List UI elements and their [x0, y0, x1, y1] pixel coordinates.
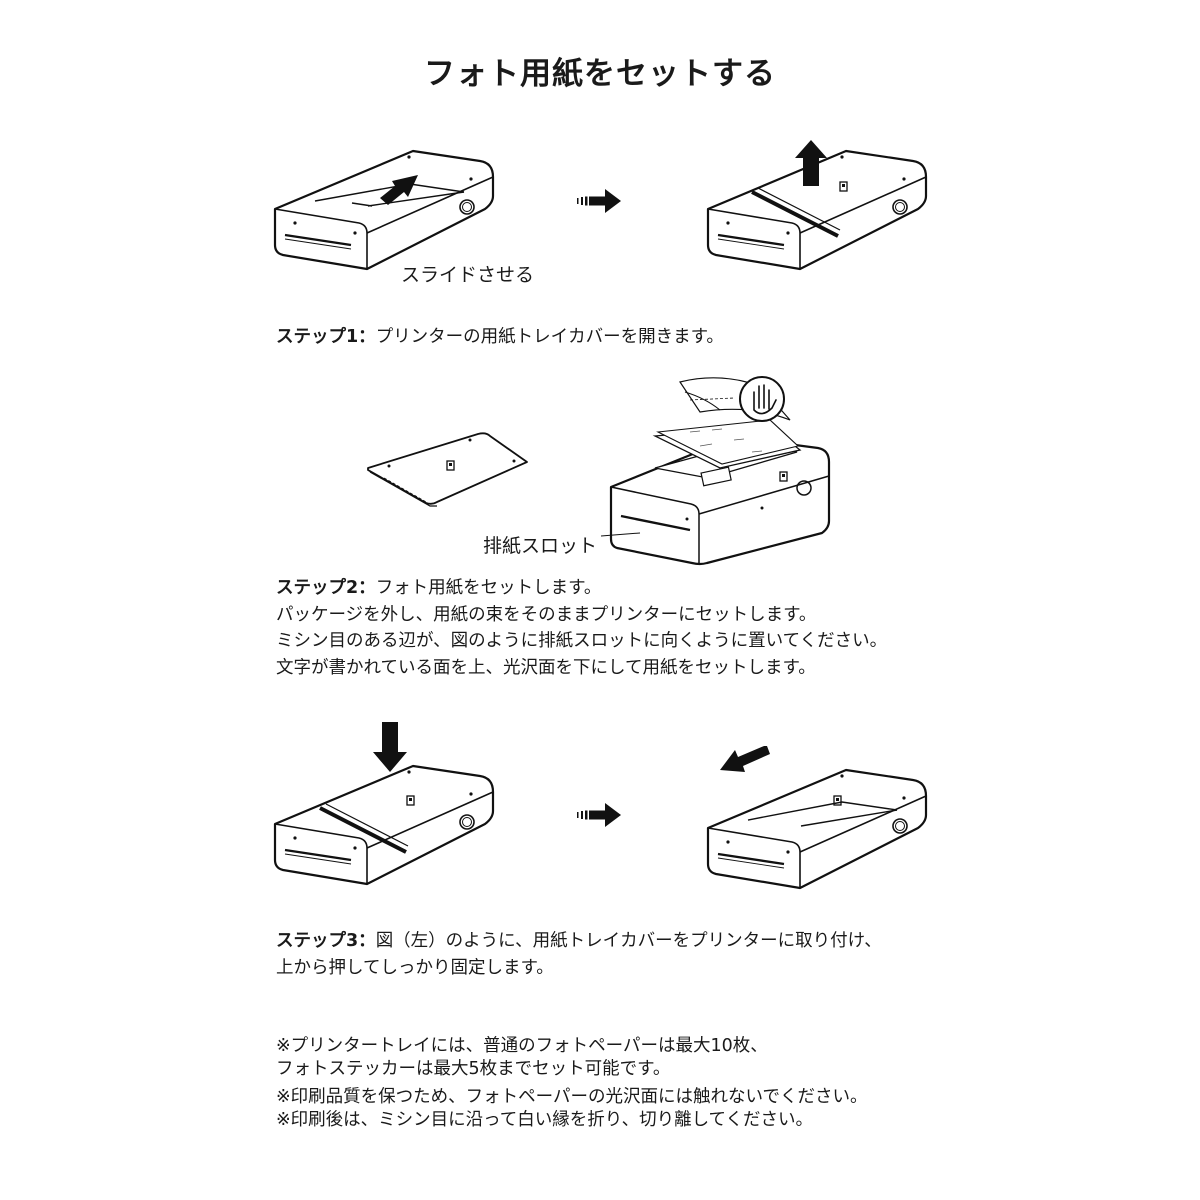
lift-up-arrow-icon [795, 140, 827, 186]
press-down-arrow-icon [373, 722, 407, 772]
step1-printer-closed [273, 149, 495, 271]
tray-cover [367, 432, 528, 507]
step1-instructions: ステップ1：プリンターの用紙トレイカバーを開きます。 [276, 324, 724, 351]
step2-line: パッケージを外し、用紙の束をそのままプリンターにセットします。 [276, 604, 817, 625]
step1-printer-open [706, 149, 928, 271]
step3-line: 上から押してしっかり固定します。 [276, 957, 554, 978]
step2-printer-with-paper [600, 376, 831, 566]
step1-line: プリンターの用紙トレイカバーを開きます。 [375, 327, 724, 347]
page-title: フォト用紙をセットする [424, 56, 776, 92]
step2-label: ステップ2： [276, 578, 376, 598]
note-line: ※印刷後は、ミシン目に沿って白い縁を折り、切り離してください。 [276, 1109, 814, 1130]
no-touch-hand-icon [739, 376, 785, 422]
step2-instructions: ステップ2：フォト用紙をセットします。 パッケージを外し、用紙の束をそのままプリ… [276, 575, 887, 681]
slide-label: スライドさせる [401, 264, 535, 286]
step2-line: 文字が書かれている面を上、光沢面を下にして用紙をセットします。 [276, 657, 816, 678]
notes-block: ※プリンタートレイには、普通のフォトペーパーは最大10枚、 フォトステッカーは最… [276, 1035, 867, 1131]
note-line: ※プリンタートレイには、普通のフォトペーパーは最大10枚、 [276, 1036, 768, 1056]
step1-label: ステップ1： [276, 327, 376, 347]
slide-arrow-icon [380, 175, 418, 205]
step3-instructions: ステップ3：図（左）のように、用紙トレイカバーをプリンターに取り付け、 上から押… [276, 928, 882, 981]
step3-printer-closed [706, 768, 928, 890]
note-line: ※印刷品質を保つため、フォトペーパーの光沢面には触れないでください。 [276, 1087, 868, 1107]
step3-line: 図（左）のように、用紙トレイカバーをプリンターに取り付け、 [375, 931, 882, 951]
step3-label: ステップ3： [276, 931, 376, 951]
step2-line: ミシン目のある辺が、図のように排紙スロットに向くように置いてください。 [276, 631, 888, 651]
note-line: フォトステッカーは最大5枚までセット可能です。 [276, 1058, 671, 1079]
slide-back-arrow-icon [720, 746, 770, 772]
step3-printer-attaching [273, 764, 495, 886]
step-arrow-icon [577, 803, 621, 827]
step-arrow-icon [577, 189, 621, 213]
eject-slot-label: 排紙スロット [483, 535, 598, 557]
step2-line: フォト用紙をセットします。 [375, 578, 602, 598]
